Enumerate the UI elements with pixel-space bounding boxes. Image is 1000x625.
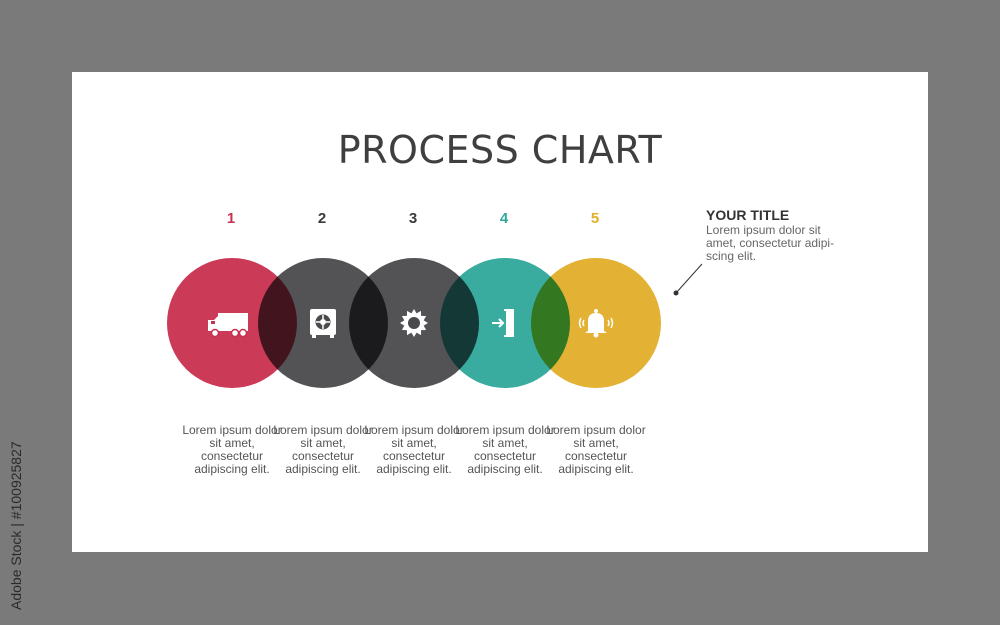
- step-number-2: 2: [317, 210, 327, 227]
- step-number-5: 5: [590, 210, 600, 227]
- side-note-title: YOUR TITLE: [706, 207, 790, 223]
- step-circle-4: [440, 258, 570, 388]
- side-note-body: Lorem ipsum dolor sit amet, consectetur …: [706, 223, 835, 263]
- step-description-2: Lorem ipsum dolor sit amet, consectetur …: [273, 423, 373, 476]
- step-number-4: 4: [499, 210, 509, 227]
- step-description-4: Lorem ipsum dolor sit amet, consectetur …: [455, 423, 555, 476]
- door-exit-icon: [492, 309, 514, 337]
- bell-icon: [578, 309, 614, 338]
- stock-watermark: Adobe Stock | #100925827: [8, 441, 24, 610]
- step-description-5: Lorem ipsum dolor sit amet, consectetur …: [546, 423, 646, 476]
- truck-icon: [208, 313, 248, 338]
- step-number-3: 3: [408, 210, 418, 227]
- chart-title: PROCESS CHART: [337, 128, 663, 172]
- burst-icon: [400, 309, 428, 337]
- step-description-1: Lorem ipsum dolor sit amet, consectetur …: [182, 423, 282, 476]
- step-number-1: 1: [226, 210, 236, 227]
- step-description-3: Lorem ipsum dolor sit amet, consectetur …: [364, 423, 464, 476]
- safe-icon: [310, 309, 336, 338]
